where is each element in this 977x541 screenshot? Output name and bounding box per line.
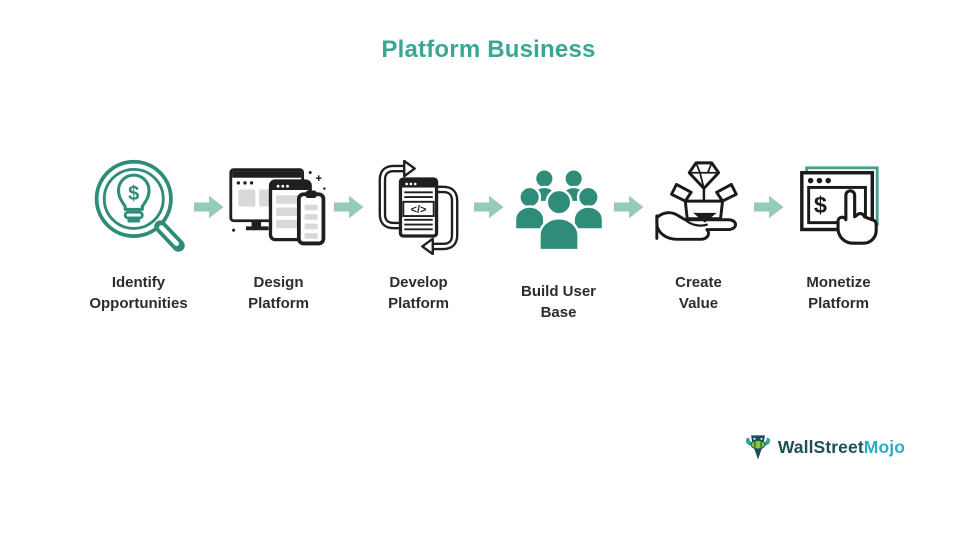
code-window-cycle-icon: </>	[378, 159, 459, 255]
step-monetize-platform: $ Monetize Platform	[787, 148, 891, 315]
user-group-icon	[513, 168, 604, 252]
step-label: Build User Base	[520, 283, 596, 322]
dollar-window-click-icon: $	[799, 166, 879, 245]
right-block-arrow-icon	[333, 195, 364, 219]
step-label: Develop Platform	[388, 274, 449, 313]
step-develop-platform: </> Develop Platform	[367, 148, 471, 315]
step-identify-opportunities: $ Identify Opportunities	[87, 148, 191, 315]
wallstreetmojo-logo: WallStreetMojo	[744, 432, 905, 462]
right-block-arrow-icon	[473, 195, 504, 219]
wallstreetmojo-bull-icon	[745, 435, 770, 460]
devices-mockup-icon	[228, 167, 326, 245]
step-label: Monetize Platform	[806, 274, 871, 313]
page-title: Platform Business	[381, 36, 596, 63]
logo-text-primary: WallStreet	[777, 436, 864, 457]
magnifier-lightbulb-dollar-icon: $	[94, 159, 185, 252]
step-build-user-base: Build User Base	[507, 148, 611, 324]
step-label: Create Value	[675, 274, 722, 313]
process-flow: $ Identify Opportunities	[0, 148, 977, 324]
dollar-glyph: $	[128, 183, 139, 205]
logo-text: WallStreetMojo	[778, 437, 905, 458]
dollar-glyph: $	[813, 192, 826, 218]
hand-box-diamond-icon	[654, 161, 738, 241]
code-glyph: </>	[411, 204, 427, 216]
step-design-platform: Design Platform	[227, 148, 331, 315]
right-block-arrow-icon	[613, 195, 644, 219]
logo-text-accent: Mojo	[863, 436, 905, 457]
right-block-arrow-icon	[753, 195, 784, 219]
right-block-arrow-icon	[193, 195, 224, 219]
step-label: Design Platform	[248, 274, 309, 313]
step-label: Identify Opportunities	[89, 274, 188, 313]
step-create-value: Create Value	[647, 148, 751, 315]
